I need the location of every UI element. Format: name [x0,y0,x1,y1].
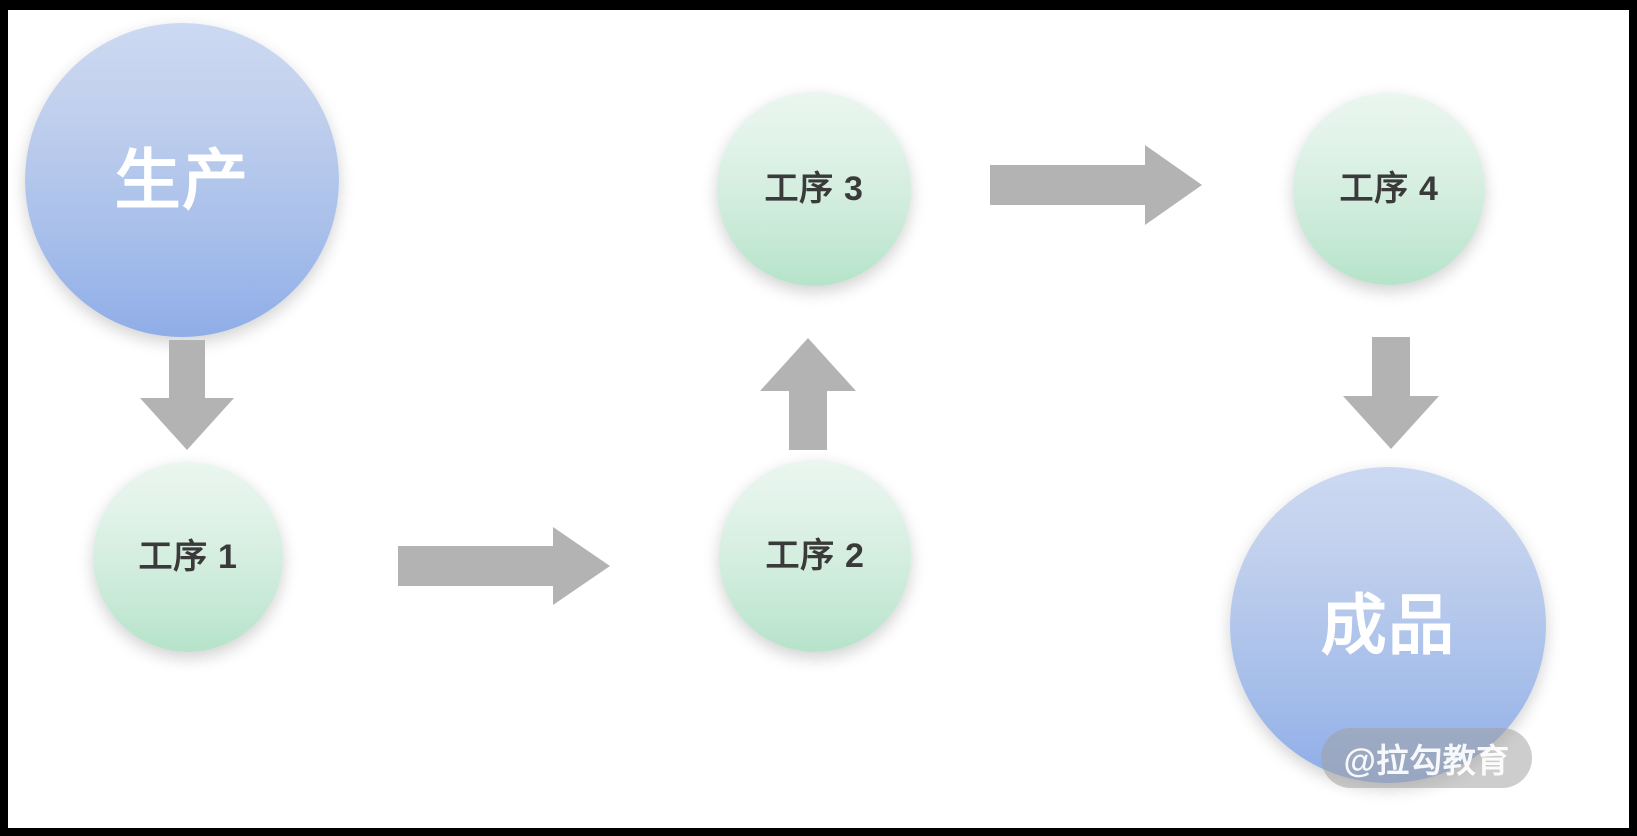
slide-canvas: 生产 工序 1 工序 2 工序 3 工序 4 成品 [8,10,1629,828]
watermark-text: @拉勾教育 [1343,742,1510,779]
node-production-label: 生产 [114,143,250,217]
node-step-4[interactable]: 工序 4 [1293,93,1485,285]
node-step-1[interactable]: 工序 1 [93,462,283,652]
node-step-1-label: 工序 1 [138,538,238,576]
node-step-2-label: 工序 2 [765,537,865,575]
arrow-right-icon-step-1-to-step-2 [398,527,610,605]
node-step-4-label: 工序 4 [1339,170,1439,208]
arrow-up-icon-step-2-to-step-3 [760,338,856,450]
arrow-down-icon-step-4-to-finished-product [1343,337,1439,449]
watermark-badge: @拉勾教育 [1321,728,1532,788]
node-step-3-label: 工序 3 [764,170,864,208]
node-step-3[interactable]: 工序 3 [717,92,911,286]
node-finished-product-label: 成品 [1320,588,1456,662]
node-production[interactable]: 生产 [25,23,339,337]
node-step-2[interactable]: 工序 2 [719,460,911,652]
arrow-right-icon-step-3-to-step-4 [990,145,1202,225]
arrow-down-icon-production-to-step-1 [140,340,234,450]
